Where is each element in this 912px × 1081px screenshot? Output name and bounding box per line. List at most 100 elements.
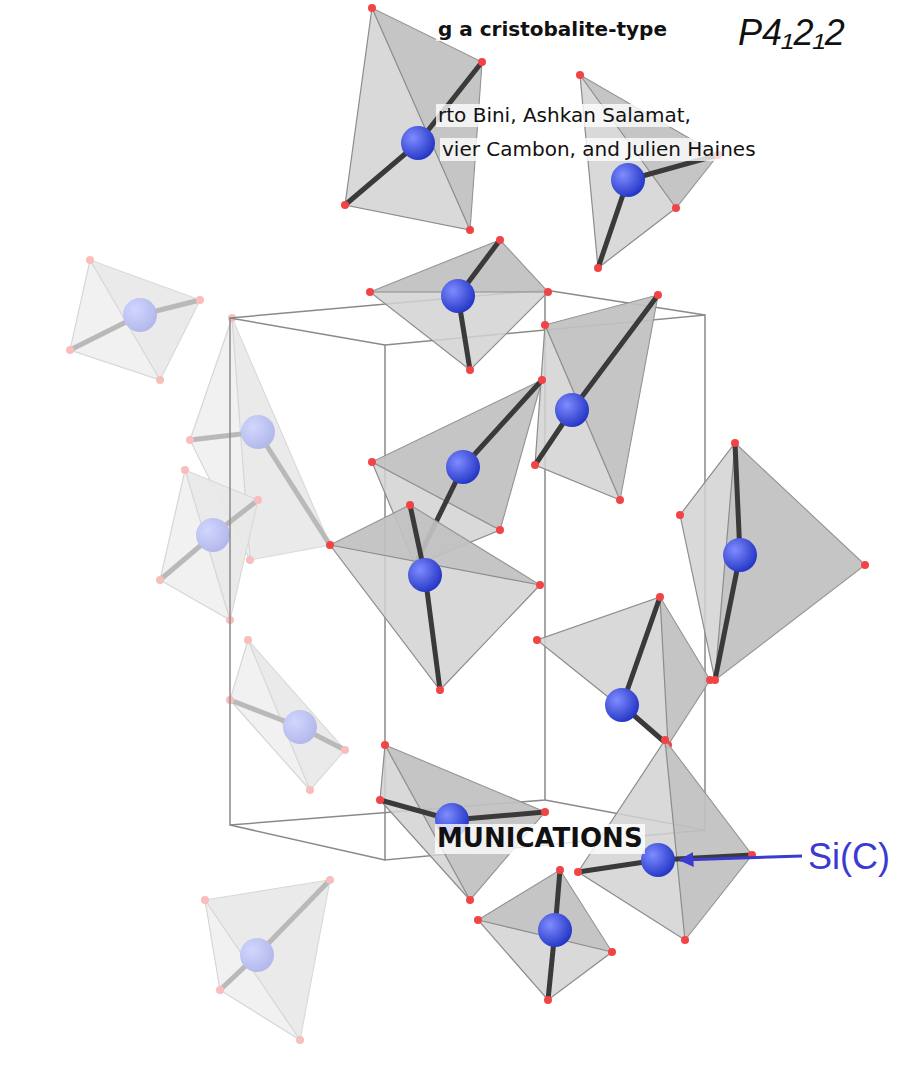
tetrahedron [201, 876, 334, 1044]
section-heading: MUNICATIONS [435, 824, 645, 854]
oxygen-atom [496, 526, 504, 534]
oxygen-atom [608, 948, 616, 956]
tetrahedron-face [545, 295, 658, 500]
tetrahedron [366, 236, 552, 374]
oxygen-atom [681, 936, 689, 944]
oxygen-atom [544, 288, 552, 296]
bond-line [385, 745, 470, 900]
silicon-atom [538, 913, 572, 947]
silicon-atom [241, 415, 275, 449]
oxygen-atom [254, 496, 262, 504]
oxygen-atom [86, 256, 94, 264]
oxygen-atom [616, 496, 624, 504]
oxygen-atom [731, 439, 739, 447]
bond-line [90, 260, 160, 380]
tetrahedron [676, 439, 869, 684]
heading-text: g a cristobalite-type [436, 18, 669, 41]
oxygen-atom [533, 636, 541, 644]
oxygen-atom [544, 996, 552, 1004]
oxygen-atom [654, 291, 662, 299]
atom-label: Si(C) [806, 836, 892, 877]
author-line: rto Bini, Ashkan Salamat, [436, 104, 693, 127]
silicon-atom [723, 538, 757, 572]
oxygen-atom [306, 786, 314, 794]
oxygen-atom [156, 376, 164, 384]
bond-line [230, 825, 385, 860]
tetrahedron [226, 636, 349, 794]
oxygen-atom [326, 876, 334, 884]
unit-cell [230, 290, 705, 860]
oxygen-atom [538, 376, 546, 384]
oxygen-atom [436, 686, 444, 694]
oxygen-atom [531, 461, 539, 469]
oxygen-atom [296, 1036, 304, 1044]
tetrahedra [326, 4, 869, 1004]
silicon-atom [641, 843, 675, 877]
silicon-atom [605, 688, 639, 722]
bond-line [715, 555, 740, 680]
silicon-atom [123, 298, 157, 332]
bond-line [205, 900, 300, 1040]
tetrahedron-face [205, 880, 330, 1040]
oxygen-atom [186, 436, 194, 444]
tetrahedron-face [370, 240, 548, 370]
oxygen-atom [594, 264, 602, 272]
tetrahedron-face [535, 295, 658, 500]
silicon-atom [611, 163, 645, 197]
bond-line [665, 740, 685, 940]
author-line: vier Cambon, and Julien Haines [440, 138, 758, 161]
bond-line [545, 325, 620, 500]
silicon-atom [446, 450, 480, 484]
oxygen-atom [341, 201, 349, 209]
oxygen-atom [706, 676, 714, 684]
tetrahedron [66, 256, 204, 384]
silicon-atom [555, 393, 589, 427]
tetrahedron [326, 501, 544, 694]
tetrahedron-face [380, 745, 545, 900]
oxygen-atom [466, 896, 474, 904]
oxygen-atom [478, 58, 486, 66]
silicon-atom [240, 938, 274, 972]
oxygen-atom [246, 556, 254, 564]
bond-line [622, 597, 660, 705]
oxygen-atom [466, 366, 474, 374]
tetrahedron-face [680, 443, 865, 680]
bond-line [185, 470, 230, 620]
tetrahedron [533, 593, 714, 749]
silicon-atom [283, 710, 317, 744]
oxygen-atom [556, 866, 564, 874]
tetrahedron-face [385, 745, 545, 900]
oxygen-atom [381, 741, 389, 749]
oxygen-atom [576, 71, 584, 79]
tetrahedron-face [478, 870, 612, 952]
tetrahedron-face [205, 880, 330, 1040]
oxygen-atom [574, 868, 582, 876]
oxygen-atom [466, 226, 474, 234]
oxygen-atom [406, 501, 414, 509]
tetrahedron [531, 291, 662, 504]
bond-line [230, 318, 385, 345]
tetrahedron-face [160, 470, 258, 620]
oxygen-atom [474, 916, 482, 924]
tetrahedron-face [665, 740, 752, 940]
oxygen-atom [368, 458, 376, 466]
oxygen-atom [326, 541, 334, 549]
oxygen-atom [376, 796, 384, 804]
tetrahedron-face [537, 597, 710, 745]
oxygen-atom [341, 746, 349, 754]
silicon-atom [196, 518, 230, 552]
faded-tetrahedra [66, 256, 349, 1044]
oxygen-atom [201, 896, 209, 904]
oxygen-atom [368, 4, 376, 12]
bond-line [425, 575, 440, 690]
oxygen-atom [244, 636, 252, 644]
space-group-label: P4₁2₁2 [736, 12, 847, 53]
bond-line [660, 597, 668, 745]
oxygen-atom [672, 204, 680, 212]
silicon-atom [401, 126, 435, 160]
oxygen-atom [366, 288, 374, 296]
oxygen-atom [676, 511, 684, 519]
oxygen-atom [196, 296, 204, 304]
